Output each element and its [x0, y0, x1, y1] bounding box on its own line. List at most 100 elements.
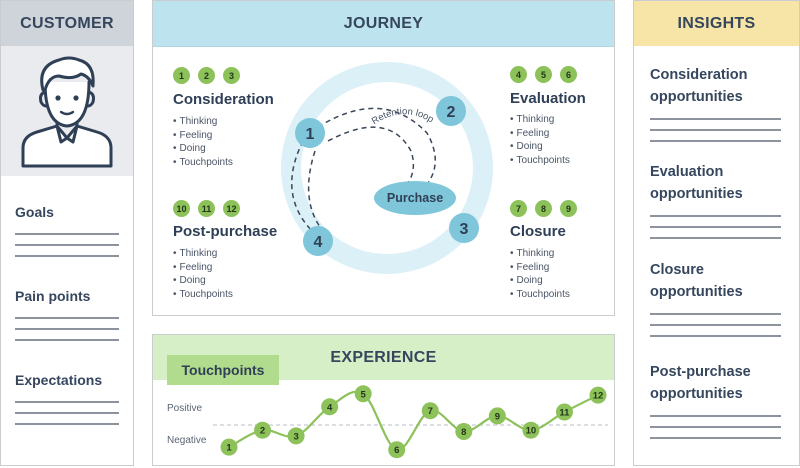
touchpoint-badge: 10: [173, 200, 190, 217]
bullet-item: Thinking: [173, 115, 233, 129]
touchpoint-point-label: 12: [593, 391, 604, 402]
touchpoint-point-label: 9: [495, 411, 500, 422]
touchpoint-point: [321, 398, 339, 416]
touchpoint-badge: 7: [510, 200, 527, 217]
customer-header: CUSTOMER: [1, 1, 133, 46]
loop-step-4: [303, 226, 333, 256]
stage-bullets: Thinking Feeling Doing Touchpoints: [173, 247, 233, 301]
dashed-loop-inner: [307, 150, 324, 232]
dashed-retention-arc: [317, 107, 436, 184]
bullet-item: Doing: [173, 274, 233, 288]
bullet-item: Doing: [173, 142, 233, 156]
pain-points-line: [15, 317, 119, 319]
touchpoint-point: [555, 403, 573, 421]
touchpoint-point-label: 8: [461, 427, 466, 438]
touchpoint-badge: 6: [560, 66, 577, 83]
touchpoint-point: [287, 427, 305, 445]
stage-title-consideration: Consideration: [173, 91, 274, 108]
bullet-item: Feeling: [173, 261, 233, 275]
touchpoint-point: [488, 407, 506, 425]
touchpoint-point: [522, 421, 540, 439]
touchpoints-tag: Touchpoints: [167, 355, 279, 385]
customer-panel: CUSTOMER Goals Pa: [0, 0, 134, 466]
goals-line: [15, 255, 119, 257]
stage-title-closure: Closure: [510, 223, 566, 240]
touchpoint-point: [589, 386, 607, 404]
insight-line: [650, 226, 781, 228]
insight-line: [650, 313, 781, 315]
bullet-item: Touchpoints: [510, 288, 570, 302]
touchpoint-point-label: 10: [526, 426, 537, 437]
expectations-line: [15, 412, 119, 414]
journey-ring: [281, 62, 493, 274]
insights-panel: INSIGHTS Consideration opportunities Eva…: [633, 0, 800, 466]
pain-points-label: Pain points: [15, 288, 91, 304]
touchpoint-badge: 3: [223, 67, 240, 84]
expectations-line: [15, 401, 119, 403]
bullet-item: Touchpoints: [173, 156, 233, 170]
pain-points-line: [15, 339, 119, 341]
bullet-item: Thinking: [510, 247, 570, 261]
touchpoint-point-label: 3: [293, 431, 298, 442]
journey-header: JOURNEY: [153, 1, 614, 47]
insight-line: [650, 118, 781, 120]
goals-line: [15, 244, 119, 246]
purchase-label: Purchase: [387, 191, 443, 205]
positive-label: Positive: [167, 403, 203, 414]
touchpoint-point-label: 4: [327, 402, 333, 413]
stage-title-post-purchase: Post-purchase: [173, 223, 278, 240]
touchpoint-point: [455, 423, 473, 440]
bullet-item: Touchpoints: [510, 154, 570, 168]
avatar: [1, 46, 133, 176]
insight-line: [650, 237, 781, 239]
loop-step-2-label: 2: [447, 104, 456, 121]
bullet-item: Thinking: [510, 113, 570, 127]
touchpoint-point-label: 7: [428, 406, 433, 417]
insight-line: [650, 335, 781, 337]
loop-step-1-label: 1: [306, 126, 315, 143]
expectations-label: Expectations: [15, 372, 103, 388]
touchpoint-badge: 2: [198, 67, 215, 84]
insight-consideration: Consideration opportunities: [650, 67, 748, 105]
insight-line: [650, 324, 781, 326]
touchpoint-point: [220, 438, 238, 456]
touchpoint-badge: 5: [535, 66, 552, 83]
goals-line: [15, 233, 119, 235]
stage-bullets: Thinking Feeling Doing Touchpoints: [510, 113, 570, 167]
loop-step-4-label: 4: [314, 234, 323, 251]
touchpoint-point: [354, 385, 372, 403]
insight-line: [650, 215, 781, 217]
expectations-line: [15, 423, 119, 425]
insights-header: INSIGHTS: [634, 1, 799, 46]
touchpoint-point-label: 1: [226, 443, 232, 454]
touchpoint-badge: 4: [510, 66, 527, 83]
bullet-item: Doing: [510, 140, 570, 154]
insight-line: [650, 415, 781, 417]
touchpoint-point-label: 5: [361, 389, 367, 400]
loop-step-2: [436, 96, 466, 126]
purchase-node: [374, 181, 456, 215]
bullet-item: Feeling: [510, 261, 570, 275]
touchpoint-badge: 9: [560, 200, 577, 217]
touchpoint-badge: 11: [198, 200, 215, 217]
stage-title-evaluation: Evaluation: [510, 90, 586, 107]
loop-step-3: [449, 213, 479, 243]
journey-panel: JOURNEY Retention loop Purchase 1 2 3 4 …: [152, 0, 615, 316]
dashed-loop-outer: [291, 140, 324, 242]
negative-label: Negative: [167, 435, 207, 446]
insight-line: [650, 129, 781, 131]
touchpoint-point-label: 2: [260, 426, 265, 437]
insight-evaluation: Evaluation opportunities: [650, 164, 743, 202]
goals-label: Goals: [15, 204, 54, 220]
person-icon: [21, 56, 113, 168]
insight-line: [650, 437, 781, 439]
insight-post-purchase: Post-purchase opportunities: [650, 364, 751, 402]
bullet-item: Feeling: [173, 129, 233, 143]
bullet-item: Doing: [510, 274, 570, 288]
touchpoint-point: [254, 421, 272, 439]
insight-line: [650, 140, 781, 142]
experience-curve-line: [228, 390, 599, 451]
pain-points-line: [15, 328, 119, 330]
bullet-item: Touchpoints: [173, 288, 233, 302]
stage-bullets: Thinking Feeling Doing Touchpoints: [510, 247, 570, 301]
